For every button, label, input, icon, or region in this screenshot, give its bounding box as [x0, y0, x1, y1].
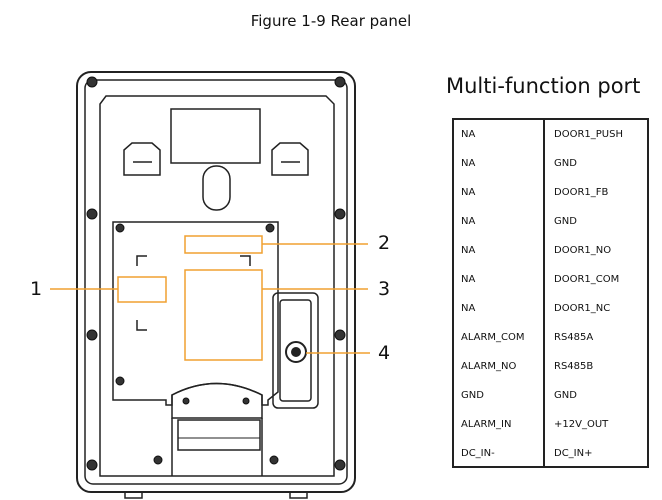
screw-icon [265, 223, 275, 233]
port-pin-right: DC_IN+ [554, 448, 593, 459]
screw-icon [334, 459, 346, 471]
callout-label-3: 3 [378, 278, 391, 300]
port-pin-left: NA [461, 245, 476, 256]
callout-label-4: 4 [378, 342, 391, 364]
callout-label-1: 1 [30, 278, 43, 300]
left-hook [123, 142, 161, 176]
screw-icon [86, 329, 98, 341]
top-opening [170, 108, 261, 164]
screw-icon [86, 76, 98, 88]
port-row: NA DOOR1_COM [454, 265, 647, 294]
port-row: NA DOOR1_NC [454, 294, 647, 323]
port-pin-left: DC_IN- [461, 448, 495, 459]
device-back-plate [99, 95, 335, 477]
screw-icon [269, 455, 279, 465]
port-pin-left: GND [461, 390, 484, 401]
port-pin-right: GND [554, 390, 577, 401]
port-row: GND GND [454, 381, 647, 410]
callout-box-1 [117, 276, 167, 303]
side-module-inner [279, 299, 312, 402]
port-pin-right: DOOR1_NO [554, 245, 612, 256]
port-title: Multi-function port [446, 74, 641, 98]
port-row: DC_IN- DC_IN+ [454, 439, 647, 468]
mounting-hole [202, 165, 231, 211]
right-hook [271, 142, 309, 176]
port-pin-left: ALARM_IN [461, 419, 512, 430]
bottom-block [177, 419, 261, 451]
screw-icon [86, 208, 98, 220]
screw-icon [86, 459, 98, 471]
corner-mark-bottom-left [136, 320, 147, 331]
side-module-outer [272, 292, 319, 409]
bottom-bracket [171, 382, 263, 419]
corner-mark-top-right [240, 255, 251, 266]
port-row: ALARM_NO RS485B [454, 352, 647, 381]
figure-caption: Figure 1-9 Rear panel [250, 12, 412, 30]
port-pin-right: GND [554, 158, 577, 169]
port-pin-left: ALARM_NO [461, 361, 517, 372]
port-row: NA GND [454, 149, 647, 178]
port-table-divider [543, 120, 545, 466]
port-pin-left: NA [461, 216, 476, 227]
screw-icon [334, 76, 346, 88]
port-row: NA GND [454, 207, 647, 236]
port-pin-right: DOOR1_NC [554, 303, 611, 314]
cover-plate [112, 221, 279, 406]
callout-label-2: 2 [378, 232, 391, 254]
port-pin-left: NA [461, 187, 476, 198]
port-pin-left: ALARM_COM [461, 332, 525, 343]
port-row: ALARM_COM RS485A [454, 323, 647, 352]
port-pin-left: NA [461, 158, 476, 169]
port-pin-right: +12V_OUT [554, 419, 609, 430]
screw-icon [182, 397, 190, 405]
device-inner-frame [84, 79, 348, 485]
screw-icon [242, 397, 250, 405]
port-pin-right: DOOR1_COM [554, 274, 620, 285]
screws [86, 76, 346, 471]
port-row: NA DOOR1_NO [454, 236, 647, 265]
screw-icon [334, 329, 346, 341]
screw-icon [334, 208, 346, 220]
port-row: NA DOOR1_PUSH [454, 120, 647, 149]
feet [124, 492, 308, 499]
port-pin-right: GND [554, 216, 577, 227]
connector-port-center [291, 347, 301, 357]
screw-icon [115, 223, 125, 233]
port-pin-left: NA [461, 129, 476, 140]
port-pin-right: RS485A [554, 332, 594, 343]
callout-box-3 [184, 269, 263, 361]
connector-port [285, 341, 307, 363]
corner-mark-top-left [136, 255, 147, 266]
port-pin-left: NA [461, 303, 476, 314]
device-outer-frame [76, 71, 356, 493]
port-pin-left: NA [461, 274, 476, 285]
port-row: NA DOOR1_FB [454, 178, 647, 207]
port-pin-right: RS485B [554, 361, 594, 372]
port-pin-right: DOOR1_PUSH [554, 129, 623, 140]
screw-icon [115, 376, 125, 386]
port-table: NA DOOR1_PUSH NA GND NA DOOR1_FB NA GND NA DOOR1_… [452, 118, 649, 468]
port-row: ALARM_IN +12V_OUT [454, 410, 647, 439]
screw-icon [153, 455, 163, 465]
callout-box-2 [184, 235, 263, 254]
port-pin-right: DOOR1_FB [554, 187, 609, 198]
